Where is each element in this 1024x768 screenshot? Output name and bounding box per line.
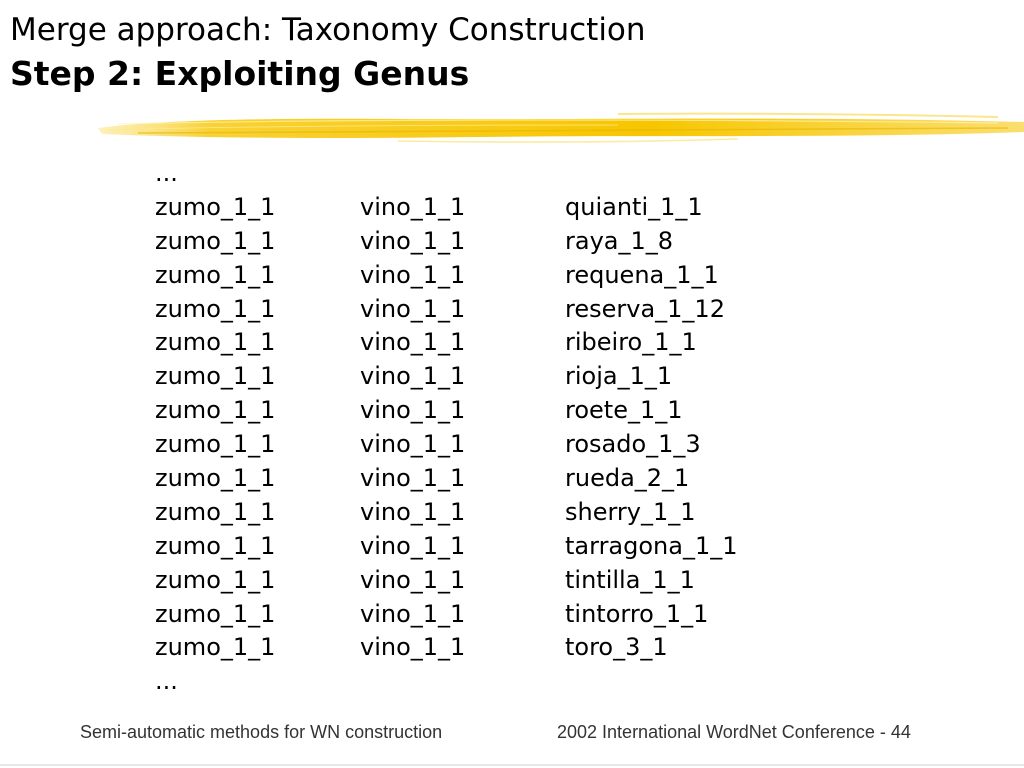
hyponym-word: tarragona_1_1 [565, 531, 738, 560]
highlighter-brush-stroke [98, 112, 1024, 143]
genus-word: vino_1_1 [360, 531, 466, 560]
genus-word: vino_1_1 [360, 497, 466, 526]
slide-subtitle: Step 2: Exploiting Genus [10, 54, 470, 93]
source-word: zumo_1_1 [155, 464, 276, 493]
bottom-divider [0, 764, 1024, 766]
slide-title: Merge approach: Taxonomy Construction [10, 12, 646, 48]
hyponym-word: toro_3_1 [565, 633, 668, 662]
hyponym-word: roete_1_1 [565, 396, 683, 425]
source-word: zumo_1_1 [155, 294, 276, 323]
genus-word: vino_1_1 [360, 362, 466, 391]
genus-word: vino_1_1 [360, 396, 466, 425]
hyponym-word: requena_1_1 [565, 260, 719, 289]
source-word: zumo_1_1 [155, 362, 276, 391]
footer-left: Semi-automatic methods for WN constructi… [80, 722, 443, 742]
hyponym-word: rioja_1_1 [565, 362, 673, 391]
source-word: zumo_1_1 [155, 260, 276, 289]
source-word: zumo_1_1 [155, 396, 276, 425]
source-word: zumo_1_1 [155, 599, 276, 628]
hyponym-word: sherry_1_1 [565, 497, 696, 526]
genus-word: vino_1_1 [360, 226, 466, 255]
genus-word: vino_1_1 [360, 633, 466, 662]
hyponym-word: quianti_1_1 [565, 192, 703, 221]
genus-word: vino_1_1 [360, 430, 466, 459]
genus-word: vino_1_1 [360, 294, 466, 323]
genus-word: vino_1_1 [360, 565, 466, 594]
source-word: zumo_1_1 [155, 565, 276, 594]
source-word: zumo_1_1 [155, 226, 276, 255]
source-word: zumo_1_1 [155, 430, 276, 459]
source-word: zumo_1_1 [155, 328, 276, 357]
genus-word: vino_1_1 [360, 260, 466, 289]
footer-right: 2002 International WordNet Conference - … [557, 722, 911, 742]
source-word: zumo_1_1 [155, 497, 276, 526]
genus-word: vino_1_1 [360, 599, 466, 628]
genus-word: vino_1_1 [360, 464, 466, 493]
hyponym-word: raya_1_8 [565, 226, 674, 255]
source-word: zumo_1_1 [155, 633, 276, 662]
hyponym-word: tintorro_1_1 [565, 599, 709, 628]
hyponym-word: rosado_1_3 [565, 430, 701, 459]
hyponym-word: reserva_1_12 [565, 294, 725, 323]
hyponym-word: rueda_2_1 [565, 464, 690, 493]
genus-word: vino_1_1 [360, 192, 466, 221]
hyponym-word: ribeiro_1_1 [565, 328, 697, 357]
source-word: zumo_1_1 [155, 192, 276, 221]
genus-word: vino_1_1 [360, 328, 466, 357]
hyponym-word: tintilla_1_1 [565, 565, 695, 594]
source-word: zumo_1_1 [155, 531, 276, 560]
